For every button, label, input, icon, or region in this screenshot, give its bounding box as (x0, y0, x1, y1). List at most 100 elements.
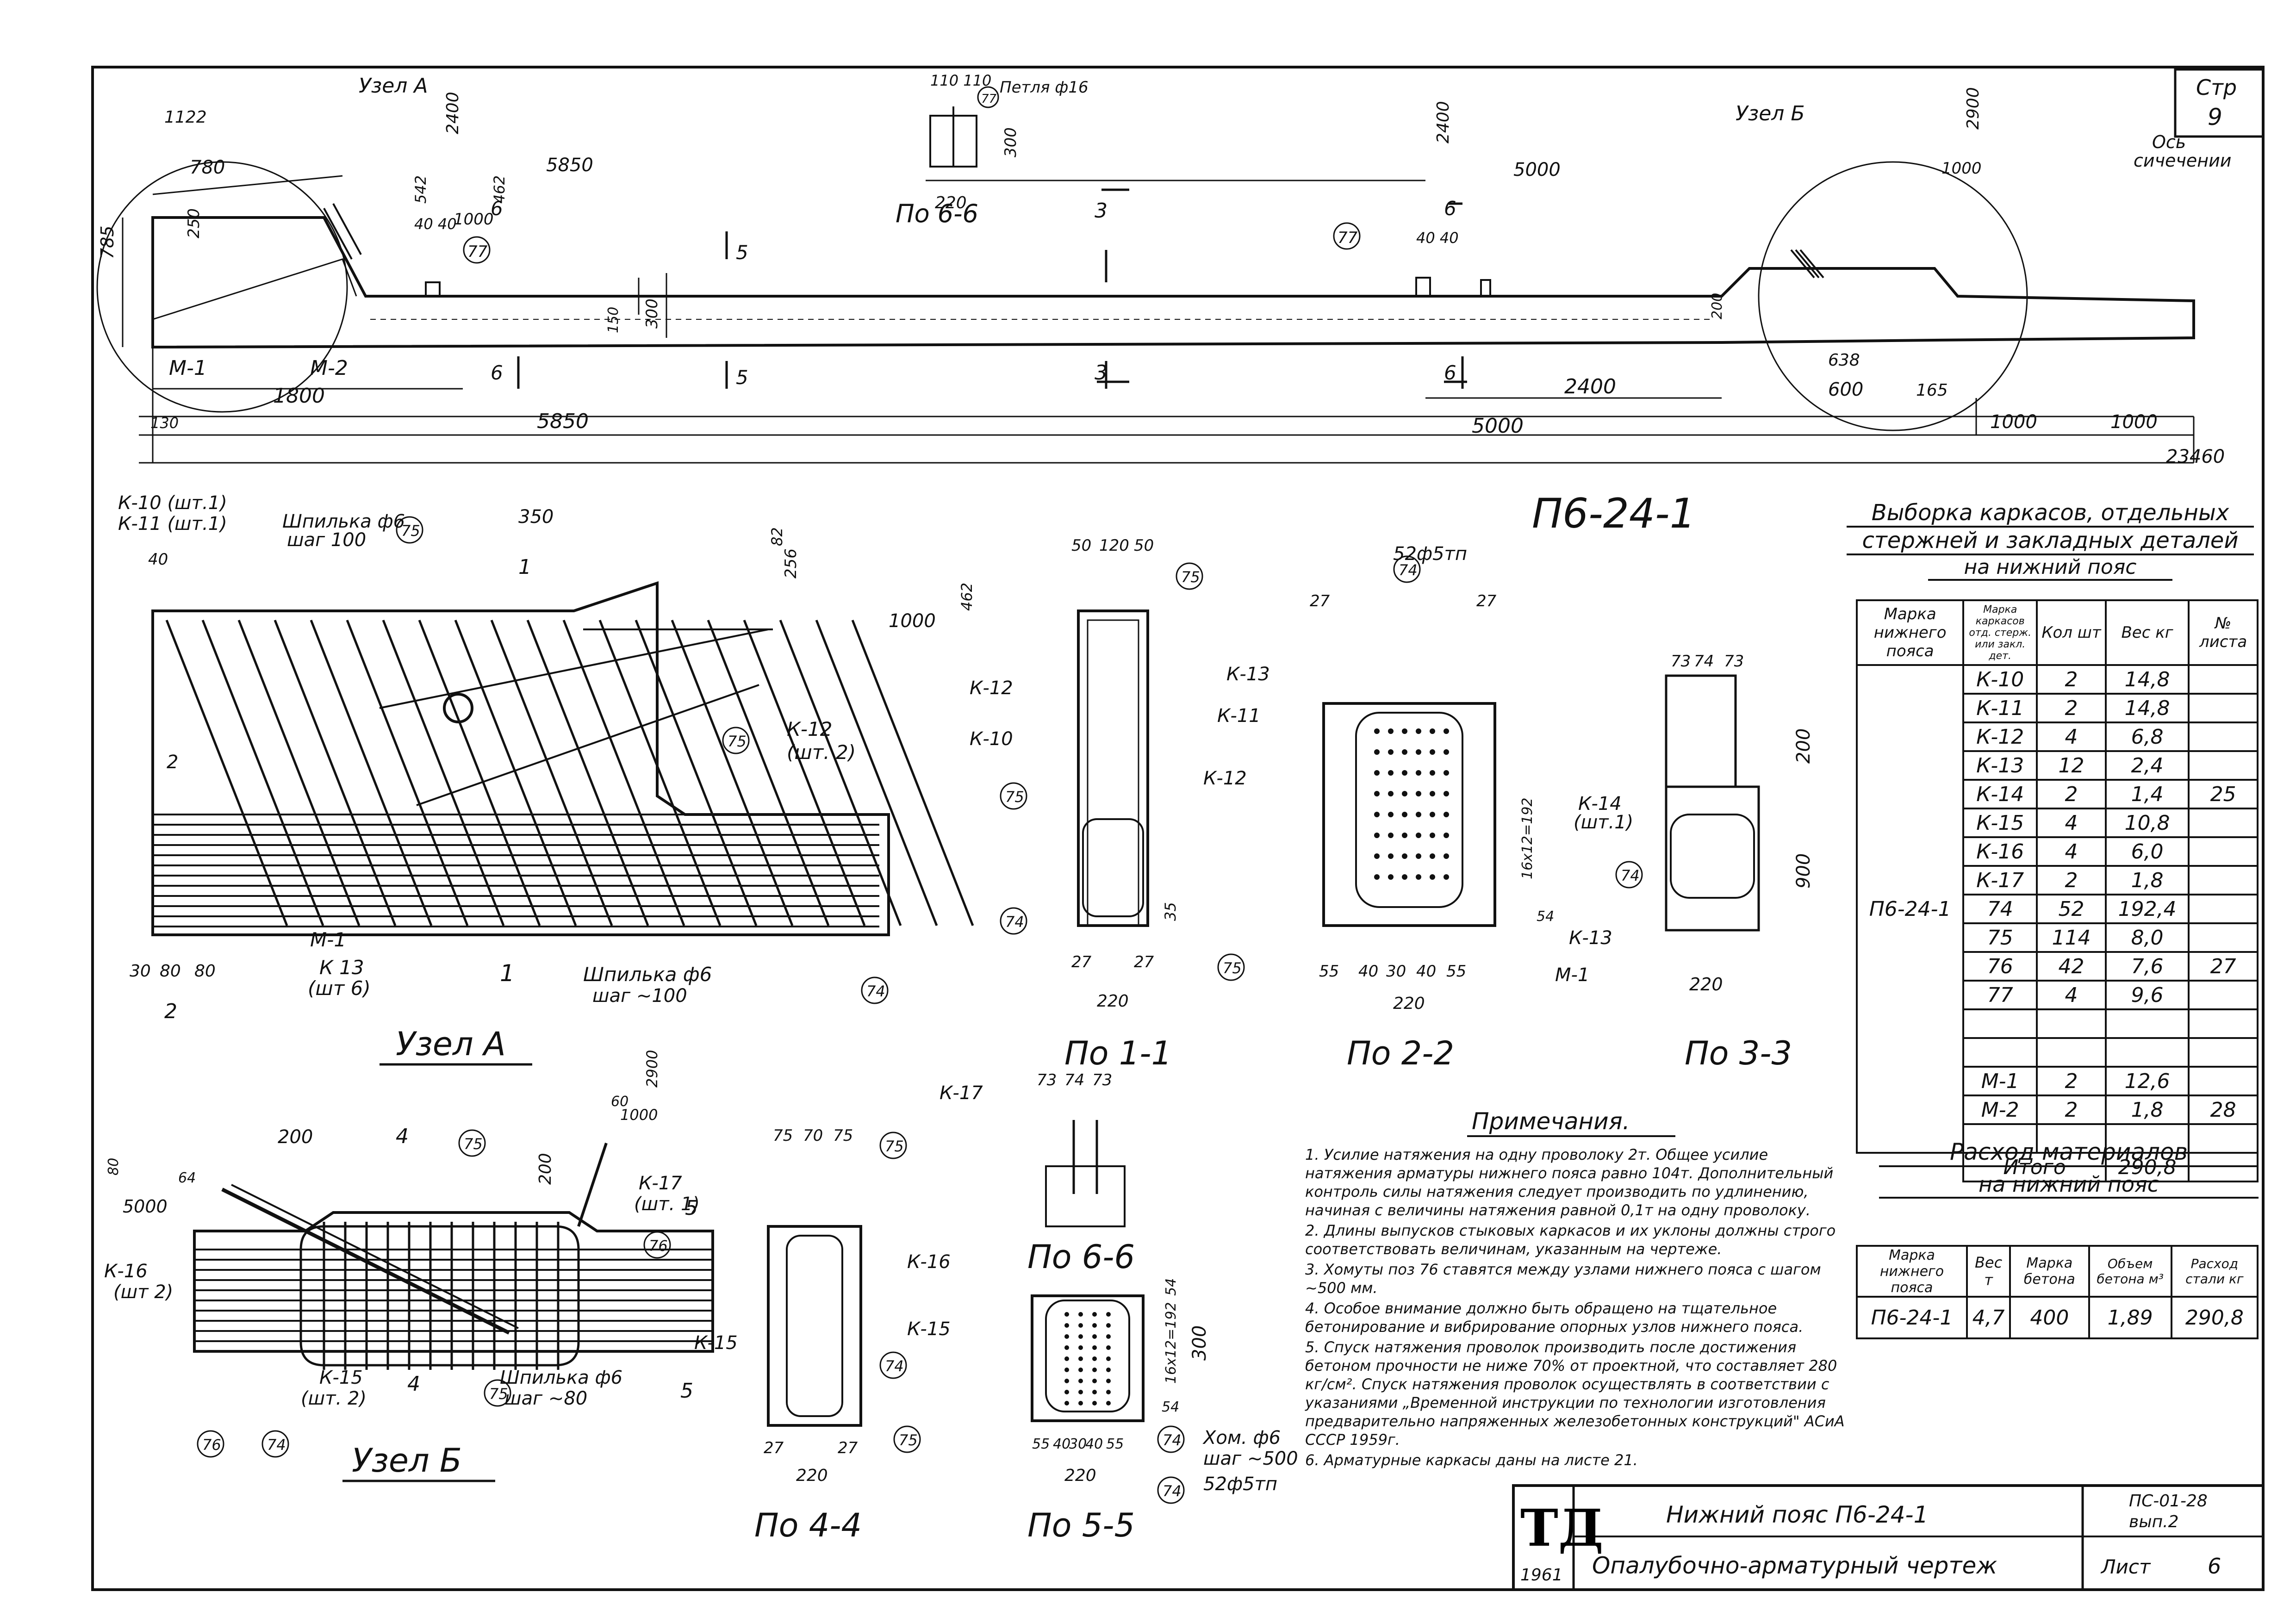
label-section-2-2-callouts-0: 74 (1399, 561, 1418, 579)
parts-cell-qty: 4 (2036, 836, 2107, 867)
parts-cell-mark: К-13 (1962, 750, 2038, 781)
parts-cell-qty: 2 (2036, 1066, 2107, 1096)
parts-cell-weight: 6,0 (2104, 836, 2190, 867)
label-section-5-5-dims-6: 30 (1069, 1436, 1087, 1452)
label-elevation-dims-11: 150 (605, 307, 622, 333)
label-parts-table-headers-4: № листа (2188, 599, 2259, 666)
label-materials-headers-3: Объем бетона м³ (2088, 1245, 2172, 1298)
label-node-b-section-marks-0: 4 (396, 1125, 409, 1148)
label-section-5-5-dims-0: 54 (1163, 1278, 1179, 1296)
strand-dot (1402, 833, 1407, 838)
strand-dot (1374, 770, 1380, 776)
strand-dot (1106, 1345, 1111, 1350)
label-elevation-section-labels-7: 6 (491, 197, 503, 220)
label-node-a-dims-2: 82 (768, 527, 786, 546)
label-section-3-3-labels-0: К-14 (1578, 793, 1622, 815)
strand-dot (1430, 791, 1435, 796)
strand-dot (1430, 770, 1435, 776)
label-node-b-k17: К-17 (639, 1173, 682, 1194)
label-materials-headers-1: Вес т (1966, 1245, 2011, 1298)
label-node-a-k12-qty: (шт. 2) (787, 741, 856, 764)
label-section-4-4-callouts-0: 75 (885, 1138, 904, 1155)
label-materials-title-line2: на нижний пояс (1879, 1172, 2259, 1199)
strand-dot (1092, 1401, 1097, 1405)
elev-node-b-label: Узел Б (1736, 102, 1805, 125)
strand-dot (1402, 874, 1407, 880)
label-section-1-1-dims-3: 27 (1071, 953, 1092, 971)
parts-cell-qty: 52 (2036, 894, 2107, 924)
parts-cell-qty (2036, 1008, 2107, 1039)
label-materials-row-4: 290,8 (2170, 1296, 2259, 1339)
label-elevation-dims-24: 2400 (1564, 375, 1616, 398)
label-parts-table-headers-2: Кол шт (2036, 599, 2107, 666)
strand-dot (1416, 853, 1421, 859)
label-elevation-dims-20: 200 (1709, 293, 1725, 319)
label-node-a-section-marks-0: 1 (518, 555, 531, 579)
label-elevation-dims-25: 5000 (1472, 414, 1524, 438)
parts-cell-weight: 7,6 (2104, 951, 2190, 982)
label-title-block-year: 1961 (1520, 1566, 1563, 1585)
parts-cell-mark: К-12 (1962, 721, 2038, 752)
parts-cell-mark: М-2 (1962, 1094, 2038, 1125)
parts-cell-qty: 2 (2036, 779, 2107, 809)
parts-cell-mark: 76 (1962, 951, 2038, 982)
section-6-6-small: К-17 73 74 73 По 6-6 (940, 1071, 1135, 1276)
parts-table-title: Выборка каркасов, отдельных стержней и з… (1847, 500, 2254, 581)
td-logo: ТД (1520, 1498, 1604, 1558)
parts-cell-mark: К-16 (1962, 836, 2038, 867)
label-section-2-2-dims-8: 55 (1446, 962, 1466, 981)
label-materials-row-3: 1,89 (2088, 1296, 2172, 1339)
strand-dot (1092, 1323, 1097, 1328)
label-node-a-pin-label-bottom: Шпилька ф6 (583, 963, 712, 986)
label-node-a-callouts-2: 74 (866, 983, 885, 1000)
strand-dot (1416, 728, 1421, 734)
strand-dot (1374, 874, 1380, 880)
strand-dot (1374, 833, 1380, 838)
parts-cell-weight: 1,8 (2104, 865, 2190, 895)
label-elevation-dims-12: 300 (643, 298, 661, 329)
label-section-4-4-dims-5: 220 (796, 1466, 828, 1485)
label-node-b-dims-2: 5000 (123, 1196, 168, 1217)
parts-cell-sheet (2188, 836, 2259, 867)
label-section-5-5-dims-8: 55 (1106, 1436, 1124, 1452)
parts-cell-weight: 8,0 (2104, 922, 2190, 953)
strand-dot (1106, 1368, 1111, 1372)
strand-dot (1078, 1401, 1083, 1405)
label-section-5-5-clamp-step: шаг ~500 (1203, 1448, 1298, 1469)
label-section-4-4-dims-1: 70 (803, 1126, 823, 1145)
section-3-3: 73 74 73 200 900 220 К-14 (шт.1) 74 По 3… (1574, 652, 1814, 1072)
label-elevation-dims-6: 250 (185, 208, 203, 238)
label-section-2-2-dims-2: 16х12=192 (1519, 798, 1536, 880)
parts-cell-qty: 4 (2036, 980, 2107, 1010)
strand-dot (1374, 853, 1380, 859)
label-section-3-3-dims-3: 200 (1793, 728, 1814, 764)
label-elevation-dims-31: 220 (935, 193, 967, 212)
parts-cell-weight: 12,6 (2104, 1066, 2190, 1096)
label-elevation-dims-27: 1000 (2110, 411, 2158, 433)
label-section-2-2-dims-6: 30 (1386, 962, 1406, 981)
label-section-5-5-dims-9: 220 (1064, 1466, 1096, 1485)
strand-dot (1106, 1379, 1111, 1383)
note-item: 6. Арматурные каркасы даны на листе 21. (1305, 1451, 1638, 1469)
parts-cell-weight (2104, 1123, 2190, 1154)
label-elevation-dims-16: 5000 (1513, 159, 1561, 180)
label-elevation-section-labels-6: 6 (1444, 197, 1456, 220)
parts-cell-weight: 192,4 (2104, 894, 2190, 924)
label-node-b-callouts-2: 76 (202, 1436, 221, 1454)
parts-cell-sheet (2188, 664, 2259, 695)
label-node-b-pin-label: Шпилька ф6 (500, 1367, 622, 1388)
label-section-4-4-dims-3: 27 (764, 1439, 784, 1457)
parts-cell-weight: 9,6 (2104, 980, 2190, 1010)
label-elevation-dims-14: 5850 (537, 410, 589, 433)
strand-dot (1064, 1368, 1069, 1372)
label-parts-table-title-line2: стержней и закладных деталей (1847, 528, 2254, 555)
label-parts-table-title-line1: Выборка каркасов, отдельных (1847, 500, 2254, 528)
label-title-block-vol: вып.2 (2129, 1512, 2179, 1531)
label-section-1-1-callouts-2: 74 (1005, 913, 1024, 931)
strand-dot (1078, 1379, 1083, 1383)
